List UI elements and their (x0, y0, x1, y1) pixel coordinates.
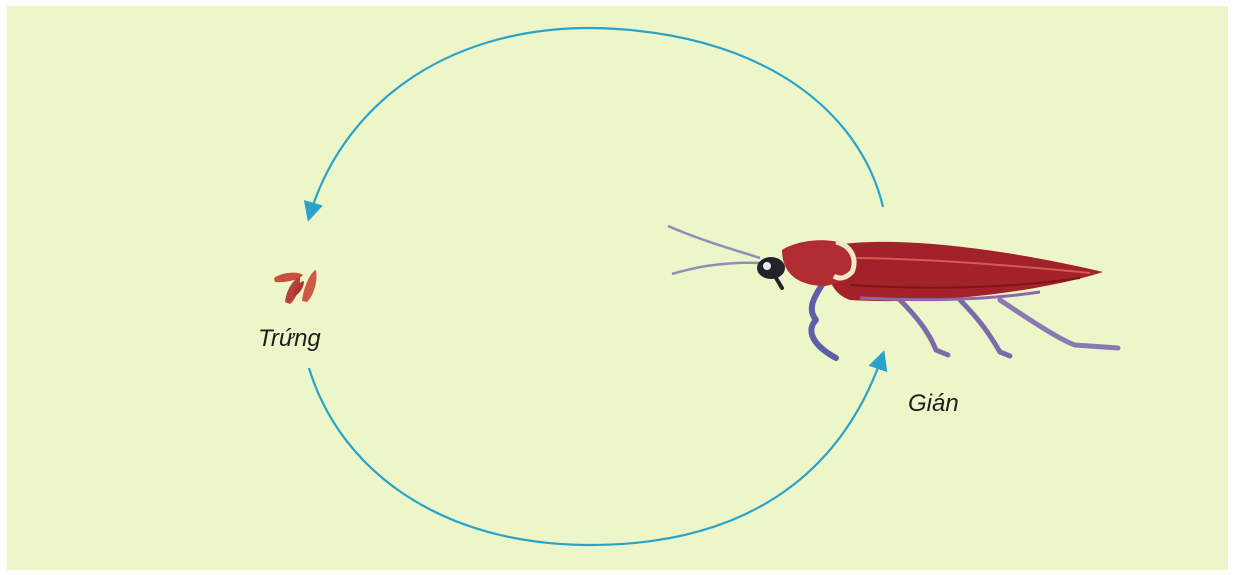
eggs-icon (274, 270, 317, 304)
cycle-arrow-bottom (309, 354, 883, 545)
cockroach-stage-label: Gián (908, 390, 959, 418)
cycle-arrow-top (309, 28, 883, 218)
cockroach-icon (668, 226, 1118, 358)
egg-stage-label: Trứng (258, 325, 321, 353)
